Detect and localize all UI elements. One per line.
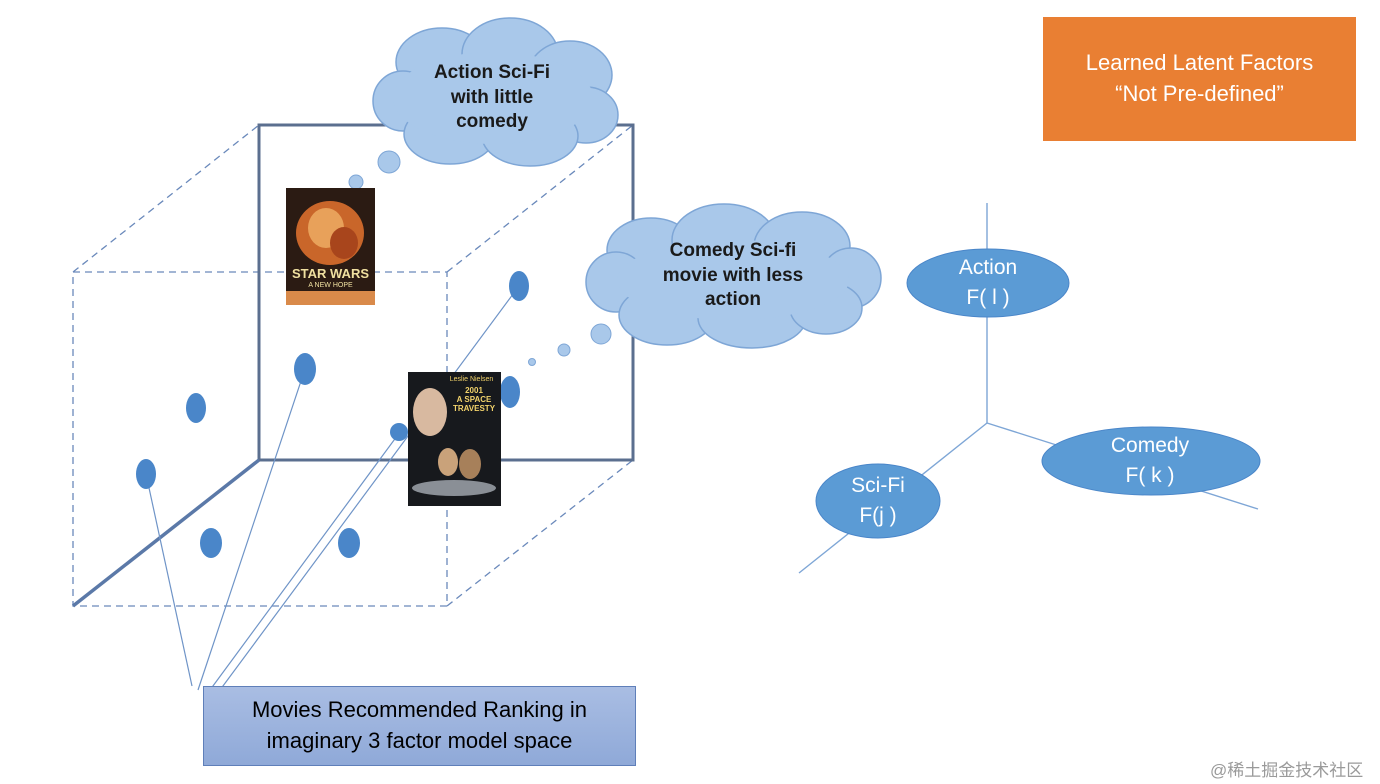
movie-dot — [509, 271, 529, 301]
trail-dot — [348, 174, 364, 190]
pointer-line — [219, 285, 520, 691]
space-travesty-poster: Leslie Nielsen 2001 A SPACE TRAVESTY — [408, 372, 501, 506]
cloud-comedy-scifi — [585, 203, 882, 349]
travesty-title: 2001 A SPACE TRAVESTY — [452, 386, 496, 414]
cloud-action-scifi — [372, 17, 619, 167]
movie-dot — [338, 528, 360, 558]
pointer-line — [209, 431, 401, 691]
poster-art — [408, 372, 501, 506]
trail-dot — [557, 343, 571, 357]
scifi-ellipse — [815, 463, 941, 539]
learned-factors-title: Learned Latent Factors — [1085, 50, 1314, 76]
movie-dot — [294, 353, 316, 385]
trail-dot — [528, 358, 536, 366]
comedy-scifi-bubble-text: Comedy Sci-fi movie with less action — [662, 239, 804, 311]
star-wars-poster: STAR WARS A NEW HOPE — [286, 188, 375, 305]
thought-trail — [348, 150, 612, 366]
cube-edge-bottom-left — [71, 458, 261, 608]
trail-dot — [590, 323, 612, 345]
poster-art — [286, 188, 375, 305]
cube-edge-bottom-right — [446, 459, 634, 607]
movie-dot — [390, 423, 408, 441]
action-ellipse — [906, 248, 1070, 318]
action-factor: F( l ) — [966, 286, 1010, 309]
movie-dots — [136, 271, 529, 558]
comedy-axis-label: Comedy F( k ) — [1060, 428, 1240, 494]
action-name: Action — [958, 255, 1018, 279]
movie-dot — [136, 459, 156, 489]
comedy-factor: F( k ) — [1125, 464, 1175, 487]
cube-edge-top-right — [446, 124, 634, 273]
scifi-axis-label: Sci-Fi F(j ) — [818, 468, 938, 534]
star-wars-subtitle: A NEW HOPE — [308, 282, 353, 289]
action-axis-label: Action F( l ) — [918, 250, 1058, 316]
watermark-text: @稀土掘金技术社区 — [1210, 761, 1364, 780]
action-scifi-bubble-text: Action Sci-Fi with little comedy — [433, 61, 551, 133]
movie-dot — [500, 376, 520, 408]
scifi-name: Sci-Fi — [851, 473, 905, 497]
comedy-ellipse — [1041, 426, 1261, 496]
axis-ellipses — [815, 248, 1261, 539]
cube-edge-top-left — [72, 124, 260, 273]
learned-factors-subtitle: “Not Pre-defined” — [1115, 81, 1284, 106]
travesty-header: Leslie Nielsen — [449, 376, 494, 383]
movie-dot — [200, 528, 222, 558]
learned-factors-box: Learned Latent Factors “Not Pre-defined” — [1043, 17, 1356, 141]
pointer-line — [145, 473, 193, 687]
scifi-factor: F(j ) — [859, 504, 897, 527]
caption-pointer-lines — [145, 285, 520, 691]
comedy-name: Comedy — [1110, 433, 1190, 457]
pointer-line — [197, 368, 306, 691]
caption-box: Movies Recommended Ranking in imaginary … — [203, 686, 636, 766]
movie-dot — [186, 393, 206, 423]
star-wars-title: STAR WARS — [291, 266, 370, 281]
trail-dot — [377, 150, 401, 174]
